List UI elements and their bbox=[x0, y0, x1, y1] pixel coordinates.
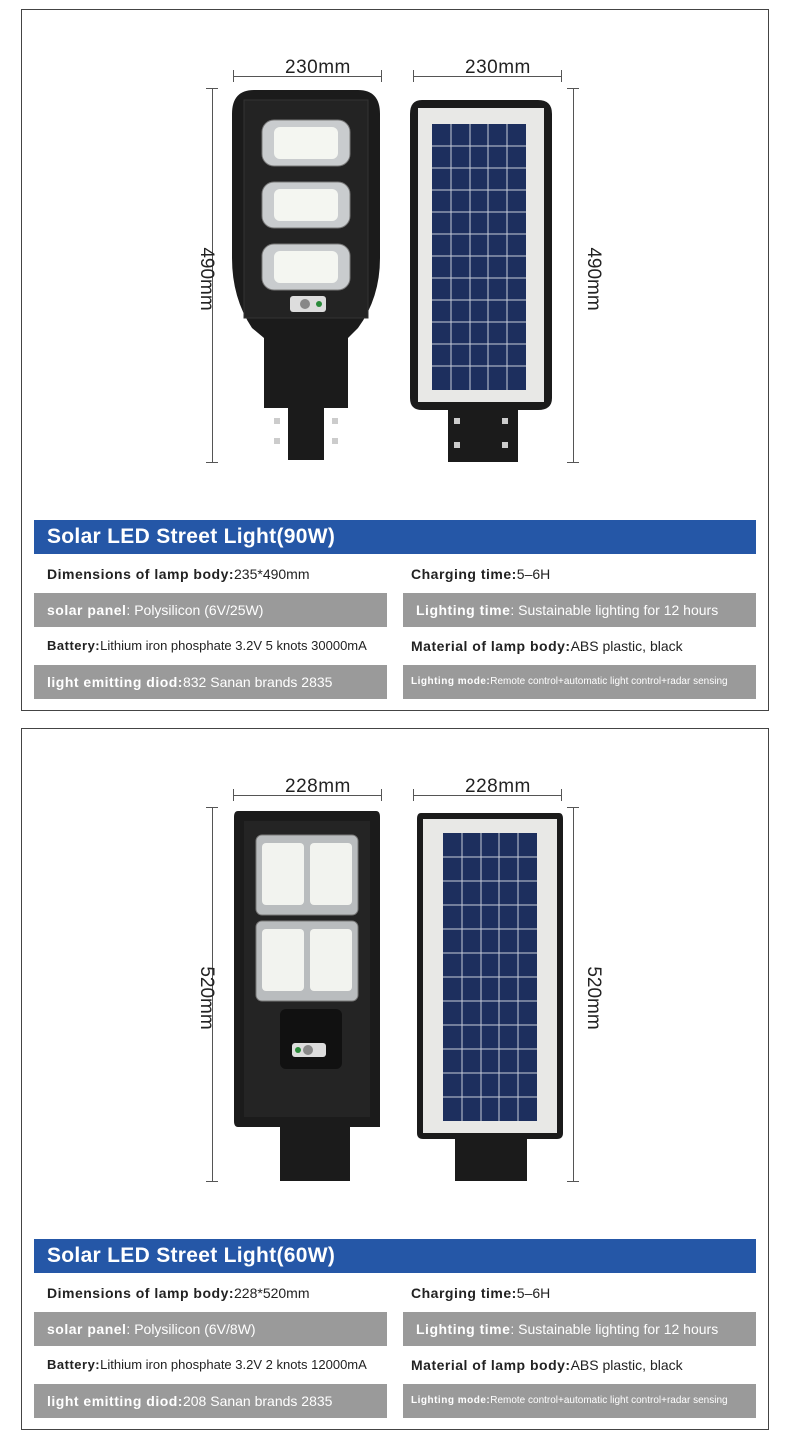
spec-material: Material of lamp body:ABS plastic, black bbox=[398, 1348, 756, 1382]
right-height-label: 520mm bbox=[583, 966, 604, 1030]
lamp-front-image bbox=[232, 90, 380, 460]
spec-led: light emitting diod:208 Sanan brands 283… bbox=[34, 1384, 387, 1418]
spec-lighting-mode: Lighting mode:Remote control+automatic l… bbox=[403, 1384, 756, 1418]
back-width-label: 230mm bbox=[465, 57, 531, 78]
lamp-back-image bbox=[417, 813, 563, 1181]
spec-material: Material of lamp body:ABS plastic, black bbox=[398, 629, 756, 663]
spec-charging-time: Charging time:5–6H bbox=[398, 1276, 756, 1310]
spec-battery: Battery:Lithium iron phosphate 3.2V 5 kn… bbox=[34, 629, 399, 663]
product-panel-90w: 230mm 230mm 490mm 490mm bbox=[21, 9, 769, 711]
spec-dimensions: Dimensions of lamp body:228*520mm bbox=[34, 1276, 387, 1310]
spec-led: light emitting diod:832 Sanan brands 283… bbox=[34, 665, 387, 699]
dimension-line bbox=[233, 76, 381, 77]
spec-solar-panel: solar panel: Polysilicon (6V/25W) bbox=[34, 593, 387, 627]
spec-lighting-time: Lighting time: Sustainable lighting for … bbox=[403, 593, 756, 627]
left-height-label: 520mm bbox=[196, 966, 217, 1030]
right-height-label: 490mm bbox=[583, 247, 604, 311]
spec-lighting-mode: Lighting mode:Remote control+automatic l… bbox=[403, 665, 756, 699]
front-width-label: 228mm bbox=[285, 776, 351, 797]
lamp-back-image bbox=[410, 100, 552, 462]
spec-battery: Battery:Lithium iron phosphate 3.2V 2 kn… bbox=[34, 1348, 399, 1382]
spec-lighting-time: Lighting time: Sustainable lighting for … bbox=[403, 1312, 756, 1346]
product-panel-60w: 228mm 228mm 520mm 520mm bbox=[21, 728, 769, 1430]
product-title: Solar LED Street Light(60W) bbox=[34, 1239, 756, 1273]
lamp-front-image bbox=[234, 811, 380, 1181]
back-width-label: 228mm bbox=[465, 776, 531, 797]
front-width-label: 230mm bbox=[285, 57, 351, 78]
spec-solar-panel: solar panel: Polysilicon (6V/8W) bbox=[34, 1312, 387, 1346]
left-height-label: 490mm bbox=[196, 247, 217, 311]
spec-dimensions: Dimensions of lamp body:235*490mm bbox=[34, 557, 387, 591]
spec-charging-time: Charging time:5–6H bbox=[398, 557, 756, 591]
product-title: Solar LED Street Light(90W) bbox=[34, 520, 756, 554]
